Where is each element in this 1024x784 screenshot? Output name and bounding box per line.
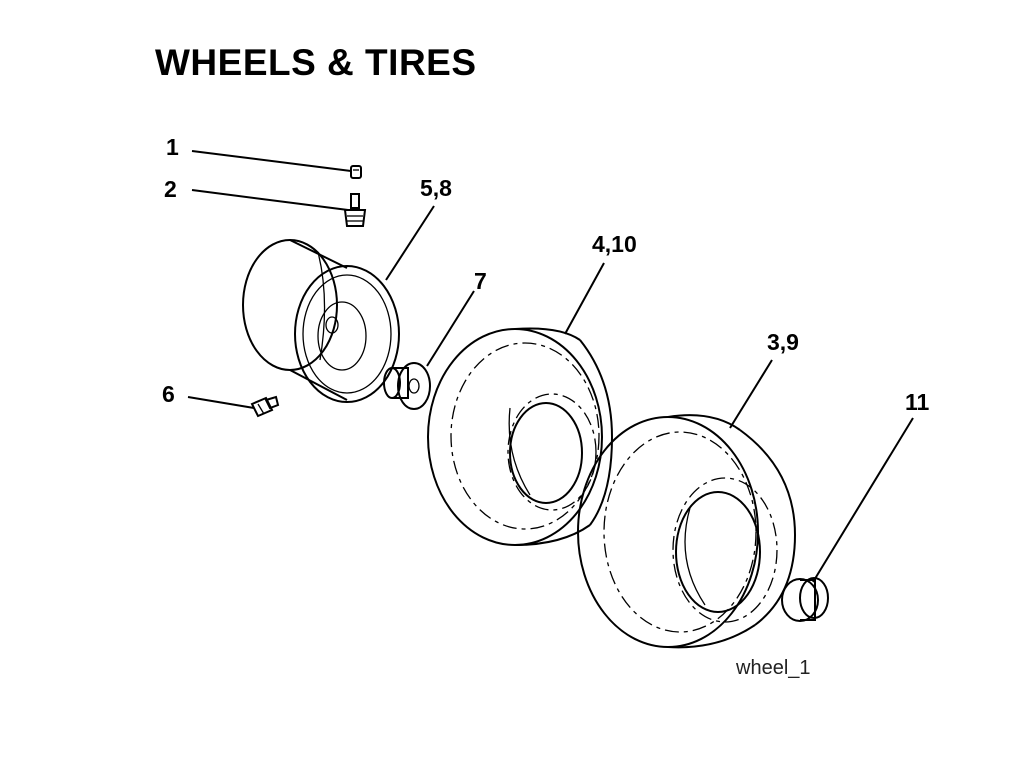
- valve-stem[interactable]: [343, 193, 367, 227]
- leader-line: [564, 262, 605, 335]
- callout-3-9: 3,9: [767, 329, 799, 355]
- wheel-rim[interactable]: [242, 239, 400, 403]
- callout-7: 7: [474, 268, 487, 294]
- callout-1: 1: [166, 134, 179, 160]
- leader-line: [187, 396, 255, 409]
- leader-line: [385, 205, 435, 281]
- tire-rear[interactable]: [577, 414, 797, 649]
- callout-5-8: 5,8: [420, 175, 452, 201]
- valve-cap[interactable]: [350, 165, 362, 179]
- page-title: WHEELS & TIRES: [155, 42, 477, 83]
- figure-caption: wheel_1: [735, 657, 811, 679]
- callout-2: 2: [164, 176, 177, 202]
- callout-6: 6: [162, 381, 175, 407]
- callout-4-10: 4,10: [592, 231, 637, 257]
- leader-line: [191, 189, 349, 211]
- leader-line: [812, 417, 914, 583]
- leader-line: [426, 290, 475, 367]
- bushing-flange[interactable]: [383, 362, 431, 410]
- callout-11: 11: [905, 389, 930, 415]
- leader-line: [191, 150, 352, 172]
- leader-line: [729, 359, 773, 429]
- hub-cap[interactable]: [781, 577, 829, 622]
- tire-front[interactable]: [427, 327, 614, 546]
- grease-fitting[interactable]: [250, 395, 280, 418]
